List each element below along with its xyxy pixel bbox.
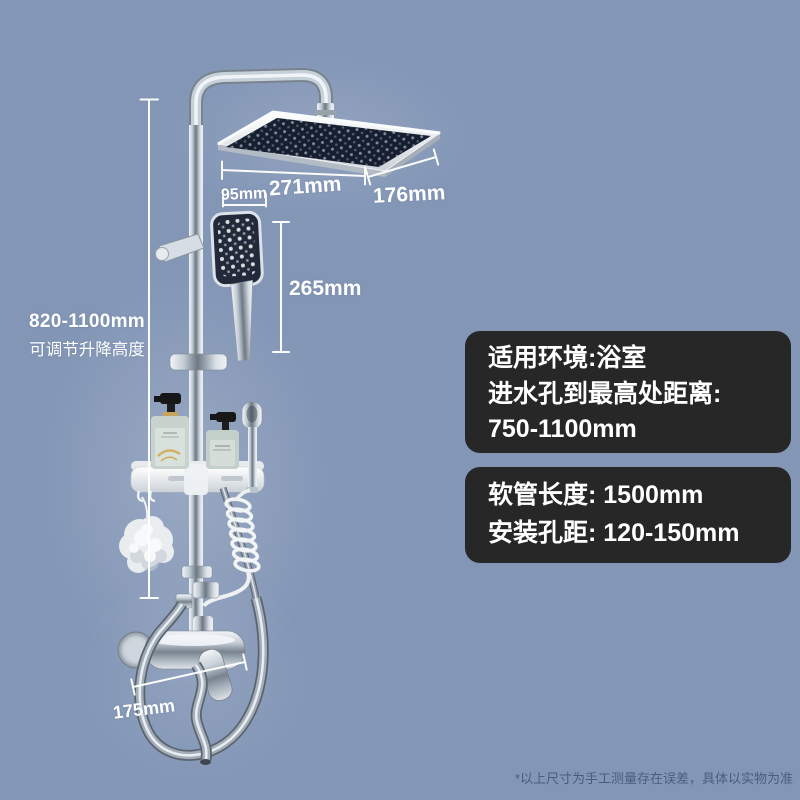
spiral-hose xyxy=(202,488,262,608)
measurement-disclaimer: *以上尺寸为手工测量存在误差，具体以实物为准 xyxy=(514,771,793,786)
spec-line-inlet-distance-label: 进水孔到最高处距离: xyxy=(488,379,722,408)
dim-label-hand-shower-width: 95mm xyxy=(220,185,268,204)
spec-box-environment: 适用环境:浴室 进水孔到最高处距离: 750-1100mm xyxy=(465,331,791,453)
slider-bracket xyxy=(169,353,228,371)
spec-line-inlet-distance-value: 750-1100mm xyxy=(488,415,637,443)
dim-line-hand-shower-width xyxy=(222,193,267,208)
dim-label-adjustable-height: 820-1100mm 可调节升降高度 xyxy=(16,311,158,360)
shelf-hook xyxy=(148,490,156,503)
dim-line-head-to-hand xyxy=(272,221,290,353)
dim-label-head-depth: 176mm xyxy=(372,181,446,208)
shampoo-bottle-tall xyxy=(151,393,189,469)
spec-line-hose-length: 软管长度: 1500mm xyxy=(488,481,704,509)
hand-shower-handle xyxy=(230,279,253,362)
dim-label-head-to-hand: 265mm xyxy=(289,277,362,300)
dim-line-adjustable-height xyxy=(139,98,159,599)
adjustable-height-note: 可调节升降高度 xyxy=(29,341,145,359)
dim-label-head-width: 271mm xyxy=(268,172,343,201)
rain-shower-head xyxy=(216,110,442,177)
spec-line-environment: 适用环境:浴室 xyxy=(488,344,647,372)
tub-spout xyxy=(190,661,212,765)
spec-line-mounting-distance: 安装孔距: 120-150mm xyxy=(488,519,740,547)
shelf-hook xyxy=(136,490,144,503)
shampoo-bottle-short xyxy=(206,412,239,469)
adjustable-height-value: 820-1100mm xyxy=(28,311,146,332)
dim-line-faucet-width xyxy=(130,653,248,696)
hand-shower xyxy=(155,210,264,371)
shower-hose-loop xyxy=(134,596,269,761)
bidet-sprayer xyxy=(241,401,263,493)
diverter-knob xyxy=(193,616,213,634)
spec-box-hose-mounting: 软管长度: 1500mm 安装孔距: 120-150mm xyxy=(465,467,791,563)
dim-line-head-depth xyxy=(364,148,440,186)
dimension-lines xyxy=(130,98,440,696)
